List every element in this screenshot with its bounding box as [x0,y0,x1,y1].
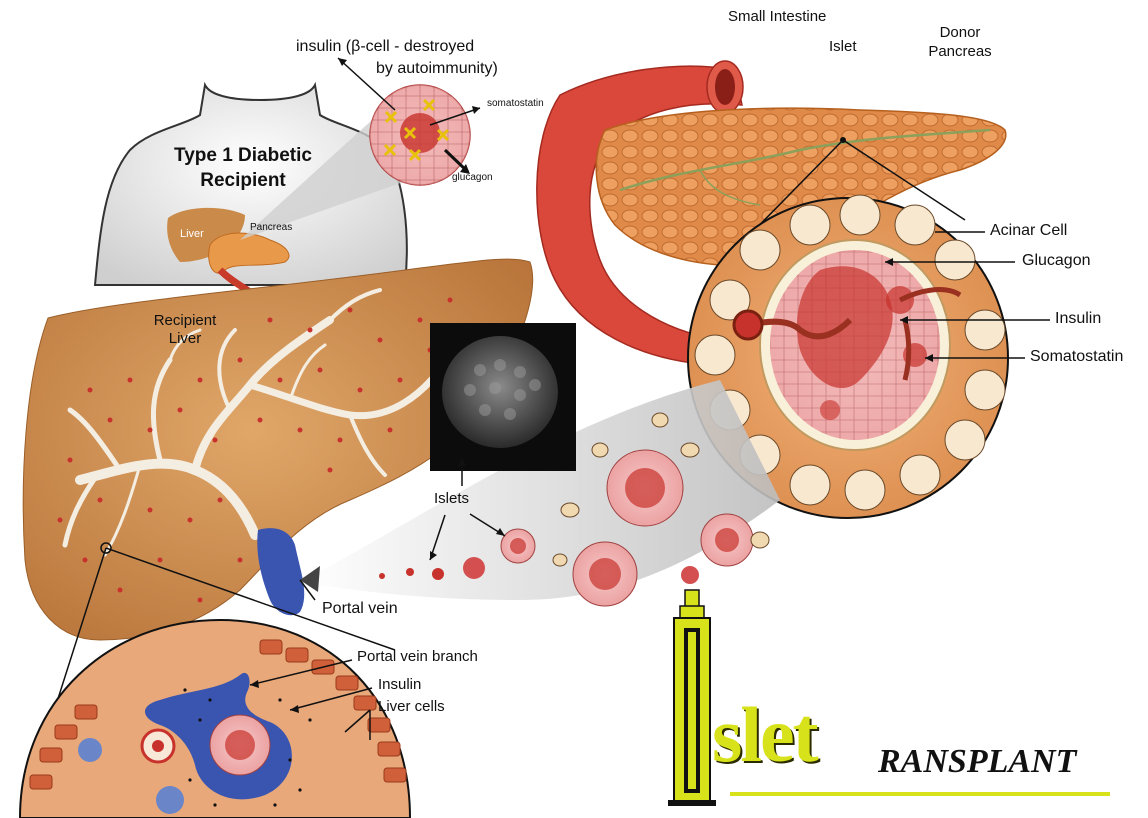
insulin-label: Insulin [1055,310,1101,328]
donor-pancreas-label-line1: Donor [925,24,995,41]
small-pancreas-label: Pancreas [250,222,292,233]
glucagon-small-label: glucagon [452,172,493,183]
islet-label: Islet [829,38,857,55]
somatostatin-label: Somatostatin [1030,348,1123,366]
liver-cells-label: Liver cells [378,698,445,715]
small-intestine-label: Small Intestine [728,8,826,25]
recipient-title-line1: Type 1 Diabetic [158,145,328,167]
portal-vein-label: Portal vein [322,600,398,618]
donor-pancreas-label-line2: Pancreas [925,43,995,60]
recipient-liver-label-line2: Liver [140,330,230,347]
islets-label: Islets [434,490,469,507]
sem-islet-photo [430,323,576,471]
recipient-title-line2: Recipient [158,170,328,192]
insulin-destroyed-label-line2: by autoimmunity) [376,60,498,78]
logo-slet-text: slet [712,690,817,780]
recipient-liver-label-line1: Recipient [140,312,230,329]
somatostatin-small-label: somatostatin [487,98,544,109]
insulin-lower-label: Insulin [378,676,421,693]
portal-vein [257,528,304,615]
small-liver-label: Liver [180,228,204,240]
portal-vein-branch-label: Portal vein branch [357,648,478,665]
logo-ransplant-text: RANSPLANT [878,743,1076,781]
acinar-cell-label: Acinar Cell [990,222,1067,240]
glucagon-label: Glucagon [1022,252,1091,270]
insulin-destroyed-label-line1: insulin (β-cell - destroyed [296,38,474,56]
